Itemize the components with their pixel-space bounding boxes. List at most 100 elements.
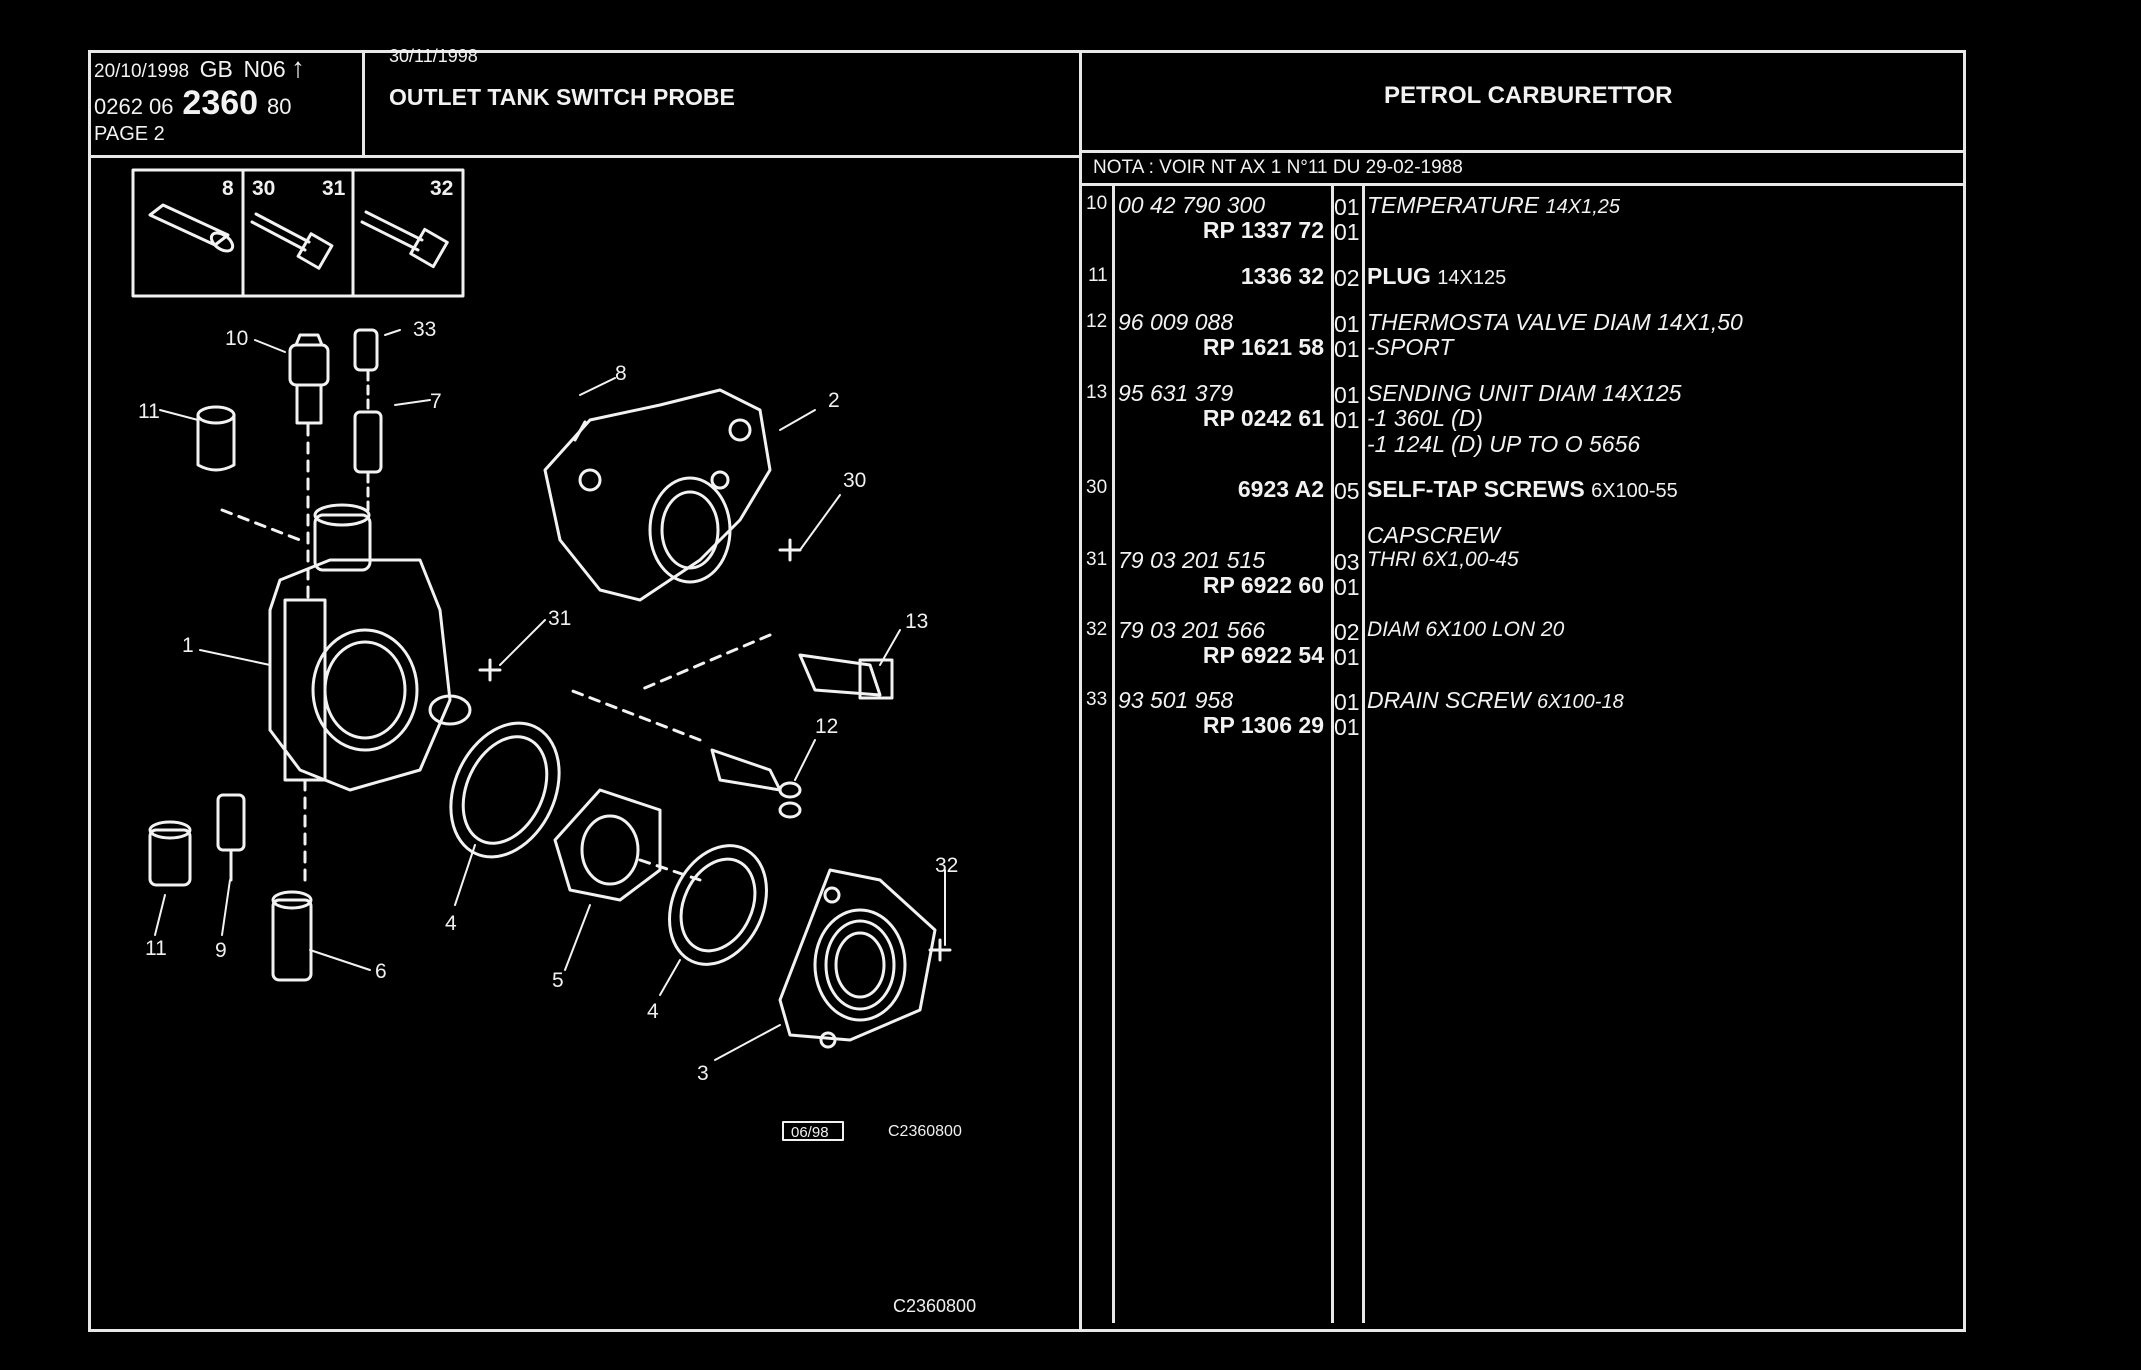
item-number: 11 [1088,265,1108,286]
part-name: SELF-TAP SCREWS 6X100-55 [1367,476,1678,502]
qty: 05 [1334,478,1360,504]
qty: 03 [1334,549,1360,575]
section-title: OUTLET TANK SWITCH PROBE [389,84,735,110]
group-title: PETROL CARBURETTOR [1384,82,1673,109]
callout: 31 [548,607,571,630]
callout: 10 [225,327,248,350]
part-name: DRAIN SCREW 6X100-18 [1367,687,1624,713]
inset-label: 32 [430,177,453,200]
item-number: 12 [1086,311,1108,332]
part-name: THRI 6X1,00-45 [1367,548,1519,571]
plug-part [196,405,302,542]
part-name: SENDING UNIT DIAM 14X125 [1367,380,1682,406]
inset-label: 8 [222,177,234,200]
part-ref: 00 42 790 300 [1118,192,1266,218]
callout: 4 [445,912,457,935]
sending-unit-part [638,633,894,700]
page-label: PAGE 2 [94,123,165,145]
header-rule-left [88,155,1082,158]
edition-date: 20/10/1998 [94,61,190,82]
col-line-2 [1331,183,1334,1323]
part-name: THERMOSTA VALVE DIAM 14X1,50 [1367,309,1743,335]
qty: 01 [1334,689,1360,715]
callout: 13 [905,610,928,633]
screw-icon [360,210,449,269]
header-rule-right [1079,150,1966,153]
ref-prefix: 0262 06 [94,94,174,119]
stamp-code: C2360800 [888,1123,962,1140]
gasket-part [449,721,561,859]
qty: 01 [1334,407,1360,433]
outlet-housing-part [268,503,472,882]
callout: 30 [843,469,866,492]
callout: 9 [215,939,227,962]
ref-main: 2360 [182,84,259,122]
nota-text: NOTA : VOIR NT AX 1 N°11 DU 29-02-1988 [1093,157,1463,178]
callout: 8 [615,362,627,385]
sleeve-icon [148,203,235,253]
callout: 5 [552,969,564,992]
item-number: 32 [1086,619,1108,640]
sensor-part [216,793,246,882]
footer-code: C2360800 [893,1296,976,1316]
qty: 01 [1334,644,1360,670]
thermostat-part [553,788,702,902]
item-number: 30 [1086,477,1108,498]
item-number: 13 [1086,382,1108,403]
callout: 1 [182,634,194,657]
part-name: TEMPERATURE 14X1,25 [1367,192,1620,218]
model-code: N06 [243,56,286,82]
qty: 01 [1334,219,1360,245]
rp-ref: RP 6922 54 [1202,642,1324,668]
outlet-cover-part [778,868,937,1049]
callout: 33 [413,318,436,341]
rp-ref: 1336 32 [1240,263,1324,289]
gasket-part [668,844,768,966]
rp-ref: RP 6922 60 [1202,572,1324,598]
exploded-view-diagram: 8 30 31 32 10 33 11 7 8 2 30 31 1 13 12 … [131,168,976,1316]
stamp-date: 06/98 [791,1124,829,1141]
part-ref: 95 631 379 [1118,380,1234,406]
rp-ref: RP 1621 58 [1202,334,1324,360]
rp-ref: RP 0242 61 [1202,405,1324,431]
col-line-3 [1362,183,1365,1323]
qty: 01 [1334,194,1360,220]
qty: 01 [1334,714,1360,740]
callout: 32 [935,854,958,877]
part-ref: 79 03 201 566 [1118,617,1266,643]
part-ref: 79 03 201 515 [1118,547,1266,573]
callout: 2 [828,389,840,412]
variant-note: -1 124L (D) UP TO O 5656 [1367,431,1641,457]
variant-note: -SPORT [1367,334,1454,360]
plug-part [148,820,192,887]
qty: 01 [1334,382,1360,408]
callout: 11 [145,937,167,960]
col-line-1 [1112,183,1115,1323]
temperature-sensor-part [288,333,330,602]
part-name: DIAM 6X100 LON 20 [1367,618,1565,641]
qty: 01 [1334,311,1360,337]
variant-note: -1 360L (D) [1367,405,1483,431]
callout: 11 [138,400,160,423]
part-group-heading: CAPSCREW [1367,522,1500,548]
callout: 4 [647,1000,659,1023]
fastener-inset-box [131,168,465,298]
inset-label: 30 [252,177,275,200]
rp-ref: 6923 A2 [1237,476,1324,502]
rp-ref: RP 1337 72 [1202,217,1324,243]
qty: 02 [1334,619,1360,645]
main-divider [1079,50,1082,1332]
language-code: GB [199,56,233,82]
callout: 12 [815,715,838,738]
issue-date: 30/11/1998 [389,46,478,66]
thermo-switch-part [568,688,802,819]
part-ref: 96 009 088 [1118,309,1234,335]
drain-screw-part [353,328,383,517]
ref-suffix: 80 [266,94,292,119]
header-divider-left [362,50,365,157]
qty: 01 [1334,336,1360,362]
callout: 7 [430,390,442,413]
rp-ref: RP 1306 29 [1202,712,1324,738]
part-name: PLUG 14X125 [1367,263,1507,289]
qty: 01 [1334,574,1360,600]
